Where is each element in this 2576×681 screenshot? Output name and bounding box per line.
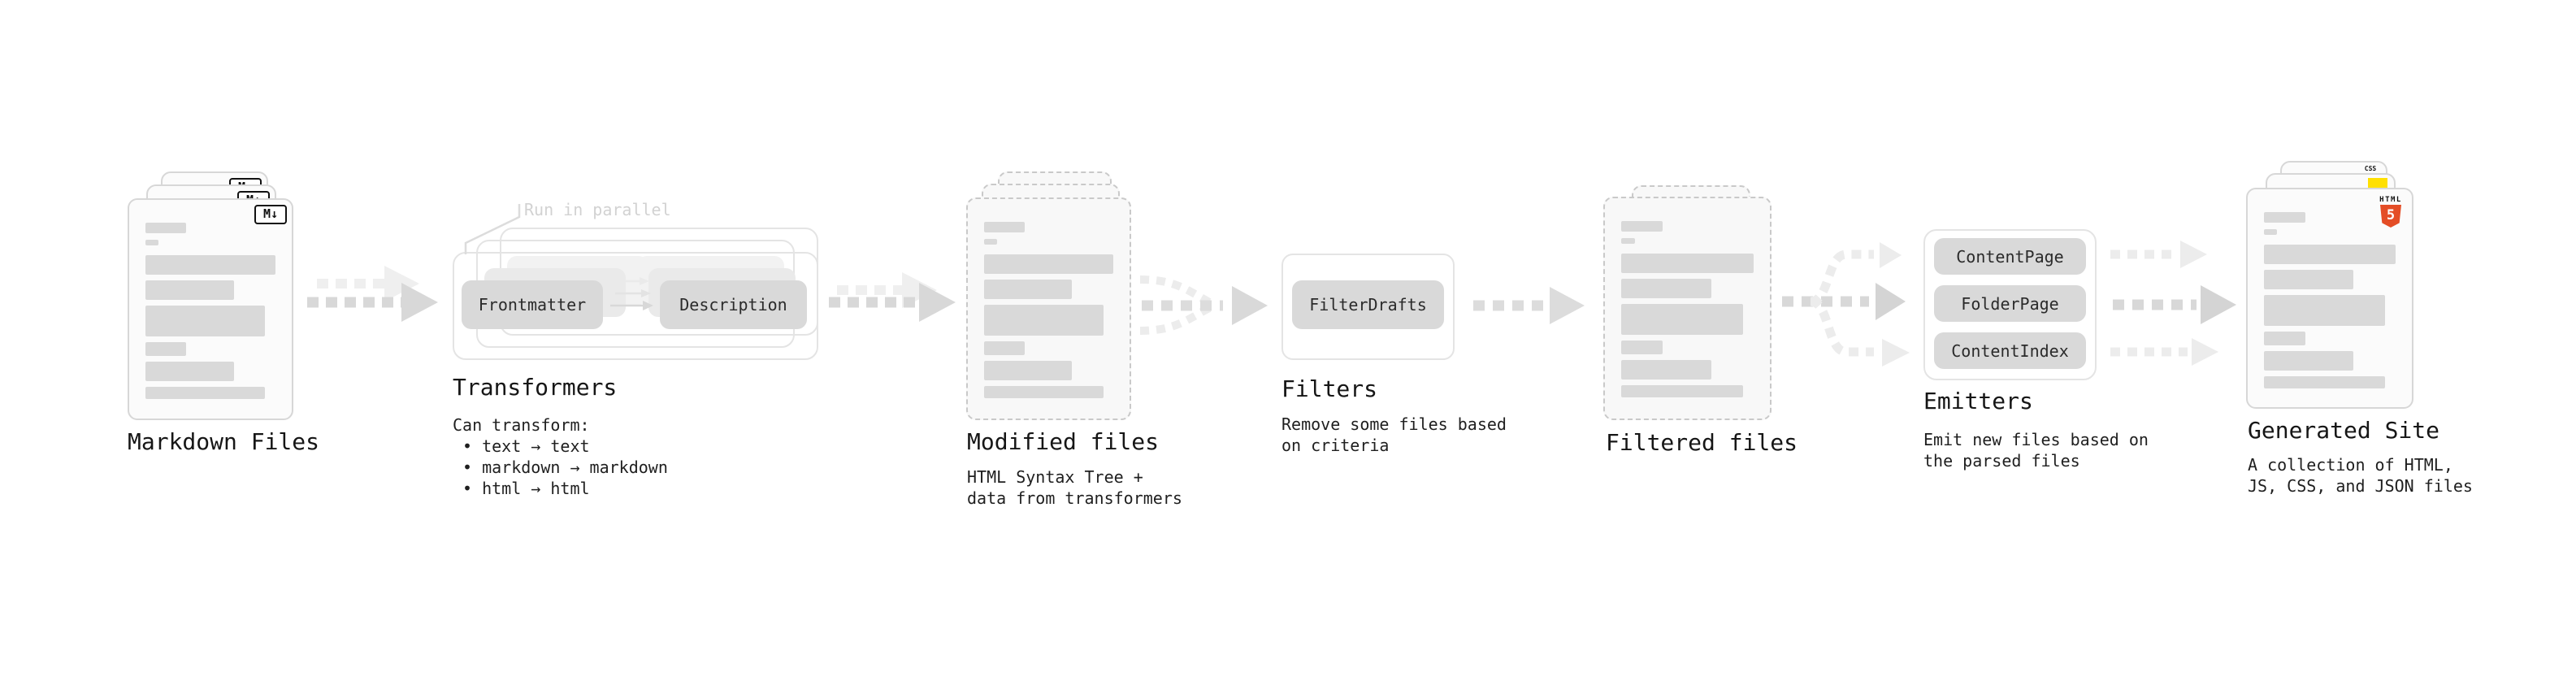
text-line-placeholders xyxy=(984,222,1115,398)
filtered-file-card-front xyxy=(1603,197,1772,420)
text-line-placeholders xyxy=(1621,221,1755,397)
html5-icon: HTML 5 xyxy=(2376,196,2405,228)
filters-label: Filters xyxy=(1281,375,1378,402)
frontmatter-to-description-arrows xyxy=(610,277,653,310)
arrow-modified-to-filters xyxy=(1139,275,1268,335)
emitters-caption: Emit new files based on the parsed files xyxy=(1923,430,2149,471)
html5-shield: 5 xyxy=(2380,205,2401,228)
frontmatter-label: Frontmatter xyxy=(478,295,587,314)
transformers-label: Transformers xyxy=(453,374,618,401)
generated-site-label: Generated Site xyxy=(2248,417,2440,444)
description-label: Description xyxy=(679,295,787,314)
emitters-label: Emitters xyxy=(1923,388,2033,414)
markdown-file-card-front: M↓ xyxy=(128,198,293,420)
filterdrafts-box: FilterDrafts xyxy=(1292,280,1444,329)
bullet-item: • html → html xyxy=(462,479,590,498)
transformer-frame-front xyxy=(453,252,818,360)
modified-files-label: Modified files xyxy=(967,428,1160,455)
arrow-filters-to-filtered xyxy=(1473,287,1585,324)
text-line-placeholders xyxy=(145,223,277,399)
folderpage-emitter-box: FolderPage xyxy=(1934,285,2086,322)
filters-caption: Remove some files based on criteria xyxy=(1281,414,1507,455)
arrow-markdown-to-transformers xyxy=(307,266,438,322)
markdown-icon: M↓ xyxy=(254,205,287,224)
contentpage-emitter-box: ContentPage xyxy=(1934,238,2086,275)
text-line-placeholders xyxy=(2264,212,2397,388)
modified-files-caption: HTML Syntax Tree + data from transformer… xyxy=(967,467,1182,508)
js-badge xyxy=(2368,178,2387,189)
run-in-parallel-annotation: Run in parallel xyxy=(524,200,671,219)
arrow-emitters-to-generated xyxy=(2110,241,2236,366)
transformers-caption: Can transform: • text → text • markdown … xyxy=(453,414,668,499)
generated-file-card-html: HTML 5 xyxy=(2246,188,2413,409)
arrow-transformers-to-modified xyxy=(829,272,956,322)
filtered-files-label: Filtered files xyxy=(1606,429,1798,456)
generated-site-caption: A collection of HTML, JS, CSS, and JSON … xyxy=(2248,455,2473,496)
frontmatter-transformer-box: Frontmatter xyxy=(462,280,603,329)
filterdrafts-label: FilterDrafts xyxy=(1309,295,1427,314)
modified-file-card-front xyxy=(966,197,1131,420)
bullet-item: • markdown → markdown xyxy=(462,458,668,477)
run-in-parallel-callout-line xyxy=(464,204,521,254)
caption-heading: Can transform: xyxy=(453,415,590,435)
arrow-filtered-to-emitters xyxy=(1782,242,1910,367)
bullet-item: • text → text xyxy=(462,436,590,456)
description-transformer-box: Description xyxy=(660,280,807,329)
markdown-files-label: Markdown Files xyxy=(128,428,320,455)
contentindex-emitter-box: ContentIndex xyxy=(1934,332,2086,369)
